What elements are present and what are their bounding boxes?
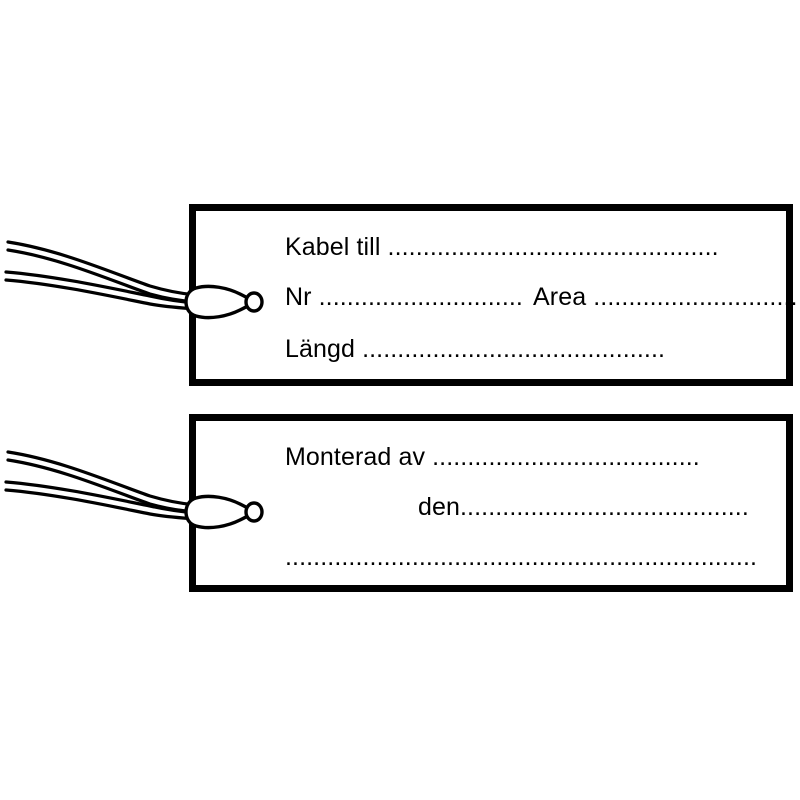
field-kabel-till[interactable]: Kabel till .............................… — [285, 233, 719, 261]
field-langd[interactable]: Längd ..................................… — [285, 335, 666, 363]
field-nr[interactable]: Nr ............................. — [285, 283, 523, 311]
field-area[interactable]: Area ............................. — [533, 283, 798, 311]
field-monterad-av[interactable]: Monterad av ............................… — [285, 443, 700, 471]
field-blank-line[interactable]: ........................................… — [285, 543, 758, 571]
field-den[interactable]: den.....................................… — [418, 493, 749, 521]
tag-lower-body: Monterad av ............................… — [196, 421, 786, 585]
cable-tag-lower[interactable]: Monterad av ............................… — [189, 414, 793, 592]
tag-upper-body: Kabel till .............................… — [196, 211, 797, 379]
cable-tag-upper[interactable]: Kabel till .............................… — [189, 204, 797, 386]
